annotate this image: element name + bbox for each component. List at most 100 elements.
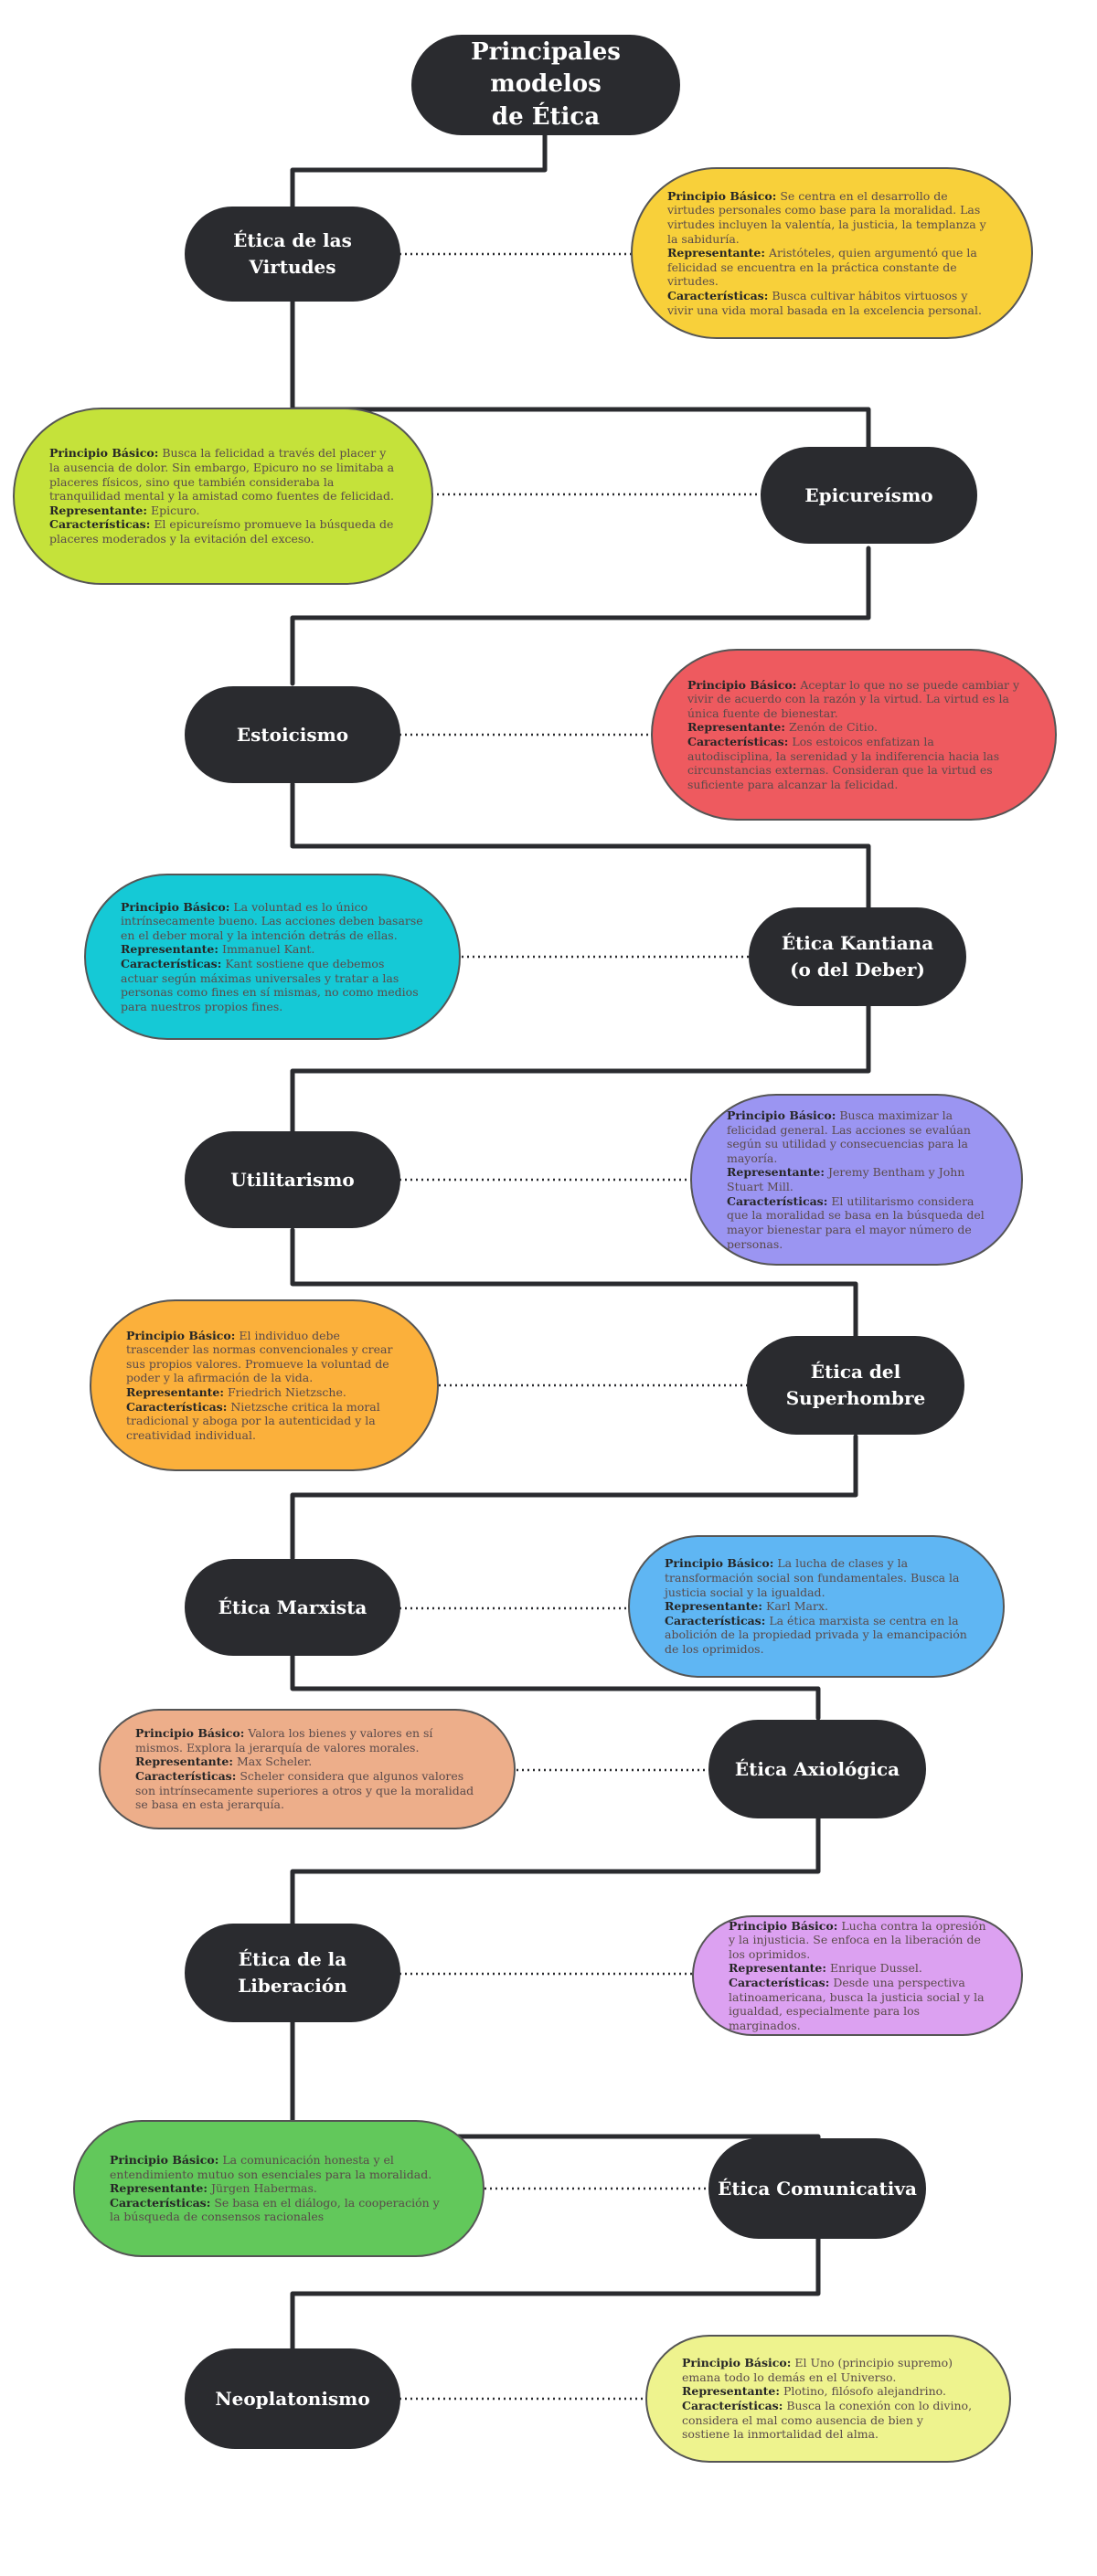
label-caracteristicas: Características: bbox=[727, 1193, 828, 1208]
caracteristicas-text: Los estoicos enfatizan la autodisciplina… bbox=[687, 735, 1000, 791]
principio-text: Lucha contra la opresión y la injusticia… bbox=[729, 1918, 986, 1961]
principio-text: Aceptar lo que no se puede cambiar y viv… bbox=[687, 677, 1020, 720]
label-representante: Representante: bbox=[121, 942, 219, 957]
card-estoicismo: Principio Básico: Aceptar lo que no se p… bbox=[651, 649, 1057, 821]
label-representante: Representante: bbox=[727, 1165, 825, 1180]
principio-text: La lucha de clases y la transformación s… bbox=[665, 1556, 960, 1599]
label-principio: Principio Básico: bbox=[687, 677, 797, 692]
representante-text: Enrique Dussel. bbox=[830, 1961, 922, 1976]
label-representante: Representante: bbox=[667, 246, 766, 260]
label-representante: Representante: bbox=[682, 2384, 781, 2399]
principio-text: Se centra en el desarrollo de virtudes p… bbox=[667, 188, 986, 246]
label-caracteristicas: Características: bbox=[126, 1399, 228, 1414]
caracteristicas-text: Scheler considera que algunos valores so… bbox=[135, 1769, 474, 1812]
card-etica-superhombre: Principio Básico: El individuo debe tras… bbox=[90, 1299, 439, 1471]
principio-text: Valora los bienes y valores en sí mismos… bbox=[135, 1726, 433, 1754]
caracteristicas-text: Nietzsche critica la moral tradicional y… bbox=[126, 1399, 380, 1442]
card-etica-kantiana: Principio Básico: La voluntad es lo únic… bbox=[84, 874, 461, 1040]
node-etica-comunicativa: Ética Comunicativa bbox=[708, 2138, 926, 2239]
label-representante: Representante: bbox=[49, 503, 148, 517]
label-principio: Principio Básico: bbox=[110, 2152, 219, 2167]
label-principio: Principio Básico: bbox=[135, 1726, 245, 1741]
node-etica-superhombre: Ética del Superhombre bbox=[747, 1336, 964, 1435]
principio-text: Busca maximizar la felicidad general. La… bbox=[727, 1108, 971, 1165]
label-representante: Representante: bbox=[110, 2181, 208, 2196]
caracteristicas-text: Desde una perspectiva latinoamericana, b… bbox=[729, 1976, 985, 2032]
flow-line bbox=[290, 1227, 858, 1339]
caracteristicas-text: El utilitarismo considera que la moralid… bbox=[727, 1193, 985, 1251]
caracteristicas-text: Se basa en el diálogo, la cooperación y … bbox=[110, 2195, 440, 2224]
representante-text: Jeremy Bentham y John Stuart Mill. bbox=[727, 1165, 965, 1193]
label-representante: Representante: bbox=[687, 720, 786, 735]
card-neoplatonismo: Principio Básico: El Uno (principio supr… bbox=[645, 2335, 1011, 2463]
principio-text: El individuo debe trascender las normas … bbox=[126, 1328, 393, 1385]
principio-text: La voluntad es lo único intrínsecamente … bbox=[121, 899, 423, 942]
label-principio: Principio Básico: bbox=[121, 899, 230, 914]
flow-line bbox=[290, 781, 871, 912]
label-caracteristicas: Características: bbox=[49, 517, 151, 532]
label-caracteristicas: Características: bbox=[729, 1976, 830, 1989]
node-etica-liberacion: Ética de la Liberación bbox=[185, 1924, 400, 2022]
representante-text: Max Scheler. bbox=[237, 1754, 313, 1769]
node-etica-axiologica: Ética Axiológica bbox=[708, 1720, 926, 1818]
representante-text: Zenón de Citio. bbox=[789, 720, 878, 735]
label-caracteristicas: Características: bbox=[110, 2195, 211, 2210]
node-etica-kantiana: Ética Kantiana (o del Deber) bbox=[749, 907, 966, 1006]
representante-text: Aristóteles, quien argumentó que la feli… bbox=[667, 246, 977, 289]
node-etica-marxista: Ética Marxista bbox=[185, 1559, 400, 1656]
label-caracteristicas: Características: bbox=[667, 289, 769, 303]
card-epicureismo: Principio Básico: Busca la felicidad a t… bbox=[13, 408, 433, 585]
card-etica-axiologica: Principio Básico: Valora los bienes y va… bbox=[99, 1709, 516, 1829]
flow-line bbox=[290, 1816, 821, 1926]
flow-line bbox=[290, 125, 548, 213]
card-utilitarismo: Principio Básico: Busca maximizar la fel… bbox=[690, 1094, 1023, 1266]
representante-text: Jürgen Habermas. bbox=[211, 2181, 317, 2196]
caracteristicas-text: Kant sostiene que debemos actuar según m… bbox=[121, 957, 419, 1013]
label-principio: Principio Básico: bbox=[682, 2356, 792, 2370]
label-principio: Principio Básico: bbox=[729, 1918, 838, 1933]
card-etica-comunicativa: Principio Básico: La comunicación honest… bbox=[73, 2120, 485, 2257]
card-etica-virtudes: Principio Básico: Se centra en el desarr… bbox=[631, 167, 1033, 339]
representante-text: Friedrich Nietzsche. bbox=[228, 1385, 346, 1399]
representante-text: Plotino, filósofo alejandrino. bbox=[783, 2384, 946, 2399]
node-epicureismo: Epicureísmo bbox=[761, 447, 977, 544]
diagram-title: Principales modelos de Ética bbox=[411, 35, 680, 135]
label-principio: Principio Básico: bbox=[49, 446, 159, 461]
node-etica-virtudes: Ética de las Virtudes bbox=[185, 207, 400, 302]
card-etica-marxista: Principio Básico: La lucha de clases y l… bbox=[628, 1535, 1005, 1678]
flow-line bbox=[290, 546, 871, 686]
principio-text: El Uno (principio supremo) emana todo lo… bbox=[682, 2356, 953, 2384]
label-representante: Representante: bbox=[665, 1599, 763, 1614]
label-principio: Principio Básico: bbox=[126, 1328, 236, 1342]
label-representante: Representante: bbox=[135, 1754, 234, 1769]
node-utilitarismo: Utilitarismo bbox=[185, 1131, 400, 1228]
flow-line bbox=[290, 299, 871, 460]
node-estoicismo: Estoicismo bbox=[185, 686, 400, 783]
label-caracteristicas: Características: bbox=[135, 1769, 237, 1783]
card-etica-liberacion: Principio Básico: Lucha contra la opresi… bbox=[692, 1915, 1023, 2036]
caracteristicas-text: Busca cultivar hábitos virtuosos y vivir… bbox=[667, 289, 982, 317]
label-caracteristicas: Características: bbox=[665, 1613, 766, 1627]
label-principio: Principio Básico: bbox=[667, 188, 777, 203]
label-principio: Principio Básico: bbox=[665, 1556, 774, 1571]
representante-text: Epicuro. bbox=[151, 503, 200, 517]
caracteristicas-text: La ética marxista se centra en la abolic… bbox=[665, 1613, 967, 1657]
caracteristicas-text: Busca la conexión con lo divino, conside… bbox=[682, 2399, 973, 2442]
label-caracteristicas: Características: bbox=[687, 735, 789, 748]
principio-text: La comunicación honesta y el entendimien… bbox=[110, 2152, 432, 2181]
label-principio: Principio Básico: bbox=[727, 1108, 836, 1122]
principio-text: Busca la felicidad a través del placer y… bbox=[49, 446, 395, 504]
caracteristicas-text: El epicureísmo promueve la búsqueda de p… bbox=[49, 517, 394, 546]
flow-line bbox=[290, 2017, 821, 2141]
label-caracteristicas: Características: bbox=[682, 2399, 783, 2412]
representante-text: Immanuel Kant. bbox=[222, 942, 315, 957]
flow-line bbox=[290, 1434, 858, 1561]
flow-line bbox=[290, 1002, 871, 1134]
label-caracteristicas: Características: bbox=[121, 957, 222, 970]
flow-line bbox=[290, 1651, 821, 1721]
label-representante: Representante: bbox=[729, 1961, 827, 1976]
flow-line bbox=[290, 2236, 821, 2351]
node-neoplatonismo: Neoplatonismo bbox=[185, 2348, 400, 2449]
label-representante: Representante: bbox=[126, 1385, 225, 1399]
